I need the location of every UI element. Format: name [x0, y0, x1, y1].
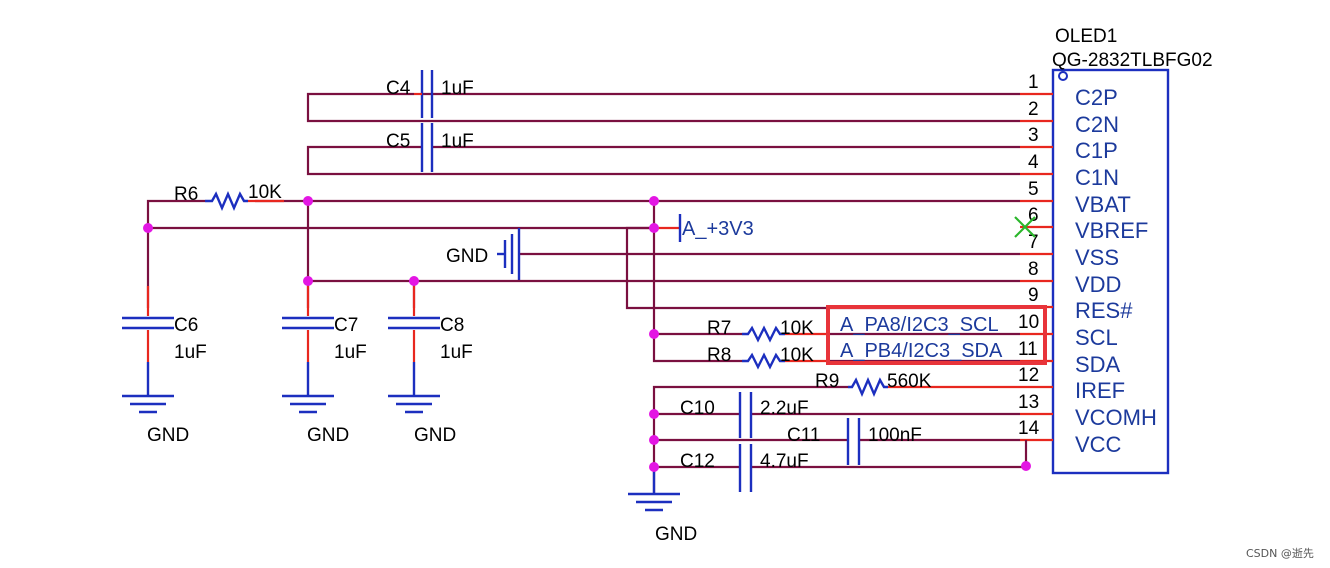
c6-ref: C6 [174, 315, 198, 336]
pin-name-iref: IREF [1075, 378, 1125, 403]
pin-name-res: RES# [1075, 298, 1133, 323]
c12-ref: C12 [680, 451, 715, 472]
junction-dots [143, 196, 1031, 472]
c4-ref: C4 [386, 78, 411, 99]
c8-symbol [388, 286, 440, 414]
pin-num-7: 7 [1028, 232, 1039, 253]
pin-num-13: 13 [1018, 392, 1039, 413]
gnd-label-c8: GND [414, 425, 456, 446]
gnd-label-c6: GND [147, 425, 189, 446]
c11-value: 100nF [868, 425, 922, 446]
c5-circuit [306, 123, 1020, 176]
pin-name-c2p: C2P [1075, 85, 1118, 110]
c12-net [654, 444, 1026, 492]
c6-symbol [122, 286, 174, 414]
pin-name-c1n: C1N [1075, 165, 1119, 190]
pin-name-c2n: C2N [1075, 112, 1119, 137]
pin-num-1: 1 [1028, 72, 1039, 93]
pin-name-scl: SCL [1075, 325, 1118, 350]
vdd-3v3-net [148, 214, 1020, 310]
c4-circuit [306, 70, 1020, 123]
vbat-net [146, 190, 1020, 334]
pin-num-9: 9 [1028, 285, 1039, 306]
i2c-highlight-box [826, 305, 1047, 365]
c5-value: 1uF [441, 131, 474, 152]
pin-num-6: 6 [1028, 205, 1039, 226]
pin-name-vdd: VDD [1075, 272, 1121, 297]
gnd-label-bottom: GND [655, 524, 697, 545]
no-connect-marker [1014, 216, 1036, 238]
c10-ref: C10 [680, 398, 715, 419]
pin-num-5: 5 [1028, 179, 1039, 200]
r6-ref: R6 [174, 184, 198, 205]
c4-value: 1uF [441, 78, 474, 99]
oled-ic-body [1051, 68, 1170, 475]
pin-num-11: 11 [1018, 339, 1038, 360]
c8-ref: C8 [440, 315, 464, 336]
r7-value: 10K [780, 318, 814, 339]
ic-part-number: QG-2832TLBFG02 [1052, 50, 1213, 71]
gnd-label-c7: GND [307, 425, 349, 446]
bottom-gnd-symbol [628, 467, 680, 512]
pin-name-vbat: VBAT [1075, 192, 1131, 217]
pin-num-4: 4 [1028, 152, 1039, 173]
pin1-marker [1058, 71, 1068, 81]
pin-num-2: 2 [1028, 99, 1039, 120]
r9-ref: R9 [815, 371, 839, 392]
c5-ref: C5 [386, 131, 410, 152]
pin-num-12: 12 [1018, 365, 1039, 386]
ic-pin-stubs [1020, 92, 1053, 442]
pin-num-3: 3 [1028, 125, 1039, 146]
pin-name-vcomh: VCOMH [1075, 405, 1157, 430]
scl-net-label: A_PA8/I2C3_SCL [840, 314, 999, 336]
c10-value: 2.2uF [760, 398, 809, 419]
c6-value: 1uF [174, 342, 207, 363]
pin-num-10: 10 [1018, 312, 1039, 333]
iref-net [652, 376, 1020, 494]
pin-name-sda: SDA [1075, 352, 1121, 377]
pin-name-vbref: VBREF [1075, 218, 1148, 243]
vcc-net [654, 418, 1028, 466]
r9-value: 560K [887, 371, 932, 392]
c7-value: 1uF [334, 342, 367, 363]
c7-ref: C7 [334, 315, 358, 336]
c8-value: 1uF [440, 342, 473, 363]
c11-ref: C11 [787, 425, 820, 446]
r8-value: 10K [780, 345, 814, 366]
sda-net-label: A_PB4/I2C3_SDA [840, 340, 1003, 362]
r6-value: 10K [248, 182, 282, 203]
watermark: CSDN @逝先 [1246, 547, 1314, 560]
r8-ref: R8 [707, 345, 731, 366]
c12-value: 4.7uF [760, 451, 809, 472]
pin-name-c1p: C1P [1075, 138, 1118, 163]
r7-ref: R7 [707, 318, 731, 339]
power-net-label: A_+3V3 [682, 218, 754, 240]
ic-ref: OLED1 [1055, 26, 1117, 47]
pin-name-vss: VSS [1075, 245, 1119, 270]
pin-num-8: 8 [1028, 259, 1039, 280]
pin-name-vcc: VCC [1075, 432, 1122, 457]
pin-num-14: 14 [1018, 418, 1040, 439]
gnd-label-vss: GND [446, 246, 488, 267]
vcomh-net [654, 392, 1020, 438]
vss-gnd-net [497, 228, 1020, 280]
c7-symbol [282, 286, 334, 414]
